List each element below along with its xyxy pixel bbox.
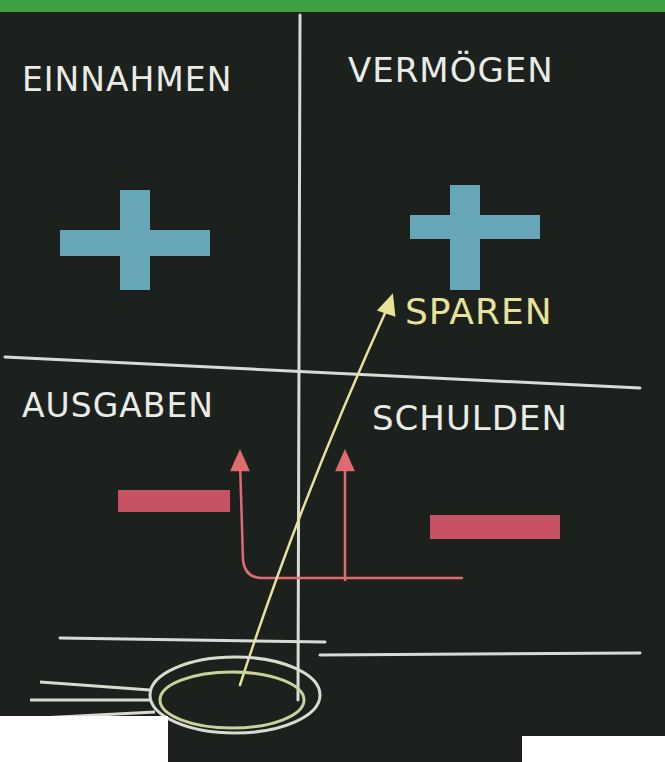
white-patch	[0, 716, 168, 762]
blackboard	[0, 12, 665, 762]
minus-sign	[118, 490, 230, 512]
quadrant-heading: EINNAHMEN	[22, 62, 232, 98]
white-patch	[522, 736, 665, 762]
expense-arrows	[232, 452, 462, 580]
horizontal-line	[5, 357, 640, 388]
plus-sign	[410, 185, 540, 290]
base-line	[60, 638, 325, 642]
quadrant-heading: SCHULDEN	[372, 400, 568, 437]
plus-sign	[60, 190, 210, 290]
savings-arrow	[240, 296, 394, 685]
green-frame	[0, 0, 665, 12]
minus-sign	[430, 515, 560, 539]
vertical-line	[298, 15, 300, 700]
quadrant-heading: VERMÖGEN	[348, 52, 554, 89]
quadrant-heading: AUSGABEN	[22, 388, 214, 424]
arrow-label: SPAREN	[405, 292, 553, 332]
base-line	[320, 653, 640, 655]
